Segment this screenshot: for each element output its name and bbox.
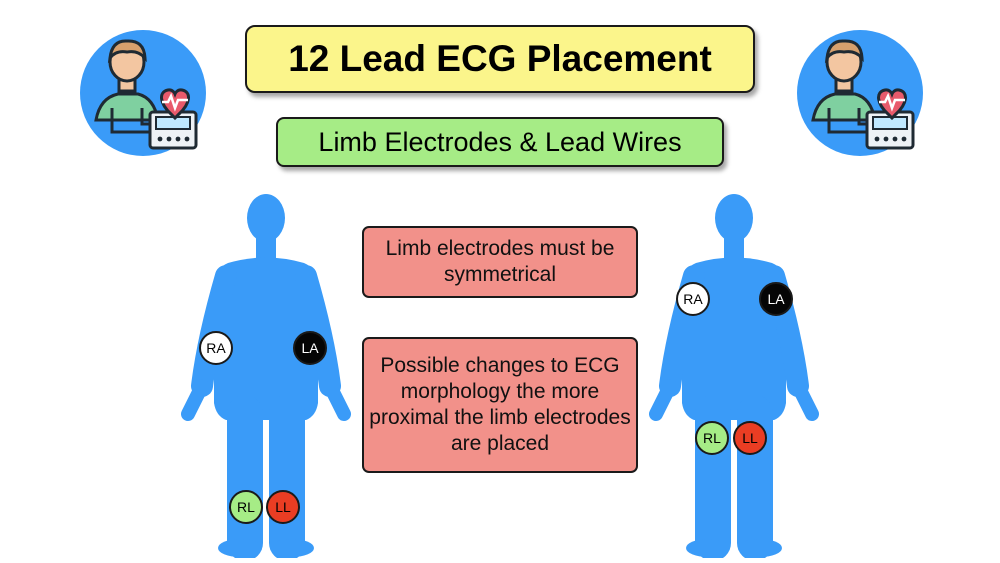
electrode-rl-label: RL <box>703 430 721 446</box>
electrode-rl-label: RL <box>237 499 255 515</box>
human-body-icon <box>634 188 834 558</box>
electrode-ll: LL <box>733 421 767 455</box>
electrode-ra: RA <box>676 282 710 316</box>
electrode-ll-label: LL <box>275 499 291 515</box>
electrode-ll: LL <box>266 490 300 524</box>
electrode-la-label: LA <box>767 291 785 307</box>
electrode-ll-label: LL <box>742 430 758 446</box>
patient-monitor-icon <box>78 28 208 158</box>
electrode-la-label: LA <box>301 340 319 356</box>
page-subtitle: Limb Electrodes & Lead Wires <box>276 117 724 167</box>
electrode-rl: RL <box>695 421 729 455</box>
page-title: 12 Lead ECG Placement <box>245 25 755 93</box>
electrode-la: LA <box>759 282 793 316</box>
electrode-ra-label: RA <box>206 340 226 356</box>
patient-monitor-icon <box>795 28 925 158</box>
electrode-ra: RA <box>199 331 233 365</box>
electrode-la: LA <box>293 331 327 365</box>
electrode-ra-label: RA <box>683 291 703 307</box>
electrode-rl: RL <box>229 490 263 524</box>
note-proximal-placement: Possible changes to ECG morphology the m… <box>362 337 638 473</box>
note-symmetry: Limb electrodes must be symmetrical <box>362 226 638 298</box>
